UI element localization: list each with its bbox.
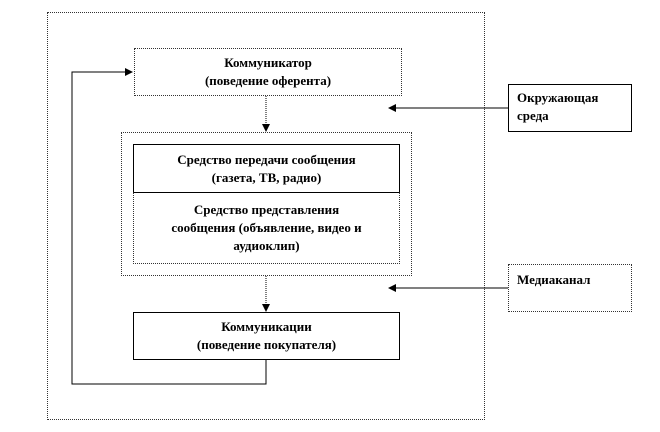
mediachannel-box: Медиаканал (508, 264, 632, 312)
environment-line2: среда (517, 108, 549, 123)
communicator-box: Коммуникатор (поведение оферента) (134, 48, 402, 96)
mediachannel-label: Медиаканал (517, 272, 591, 287)
transmission-box: Средство передачи сообщения (газета, ТВ,… (133, 144, 400, 193)
feedback-loop-arrow (71, 68, 267, 385)
communications-subtitle: (поведение покупателя) (196, 337, 337, 352)
communications-box: Коммуникации (поведение покупателя) (133, 312, 400, 360)
environment-line1: Окружающая (517, 90, 599, 105)
communicator-title: Коммуникатор (224, 55, 312, 70)
transmission-line2: (газета, ТВ, радио) (211, 169, 322, 185)
presentation-line2: сообщения (объявление, видео и (171, 220, 362, 235)
transmission-line1: Средство передачи сообщения (177, 151, 356, 167)
environment-box: Окружающая среда (508, 84, 632, 132)
communicator-subtitle: (поведение оферента) (204, 73, 332, 88)
presentation-box: Средство представления сообщения (объявл… (133, 192, 400, 264)
communications-title: Коммуникации (221, 319, 312, 334)
presentation-line1: Средство представления (193, 202, 340, 217)
presentation-line3: аудиоклип) (233, 238, 300, 253)
